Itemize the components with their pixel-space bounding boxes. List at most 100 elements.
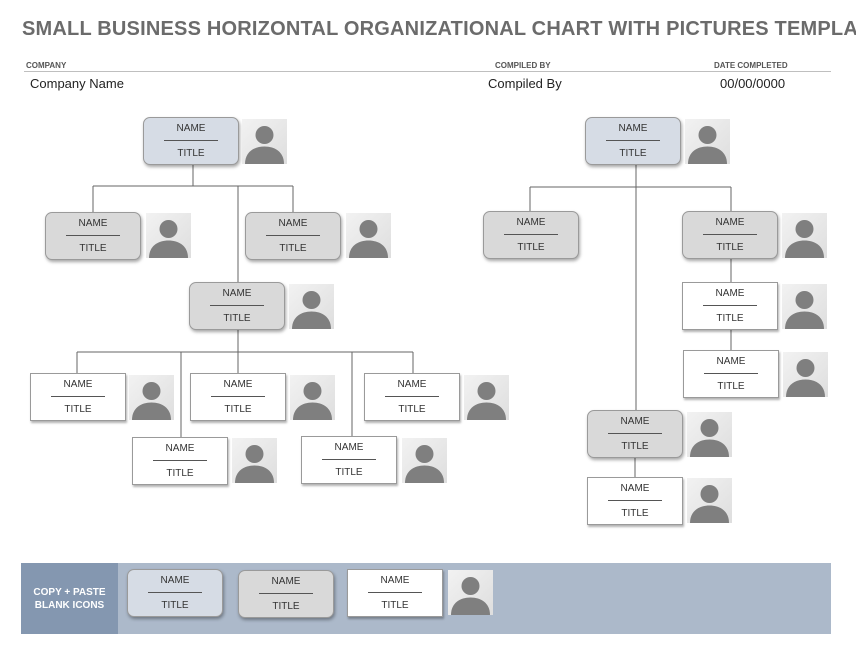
node-right-staff-2[interactable]: NAME TITLE (683, 350, 779, 398)
header-divider (24, 71, 831, 72)
node-right-manager[interactable]: NAME TITLE (587, 410, 683, 458)
node-name: NAME (715, 288, 745, 299)
connector-left-top (92, 165, 294, 282)
person-silhouette-icon (782, 284, 827, 329)
node-divider (504, 234, 558, 235)
node-name: NAME (222, 288, 252, 299)
node-name: NAME (278, 218, 308, 229)
node-divider (385, 396, 439, 397)
connector-right-main (529, 165, 732, 410)
node-name: NAME (716, 356, 746, 367)
node-divider (608, 433, 662, 434)
node-title: TITLE (272, 601, 300, 612)
blank-icon-blue-box[interactable]: NAME TITLE (127, 569, 223, 617)
node-name: NAME (78, 218, 108, 229)
node-divider (51, 396, 105, 397)
node-title: TITLE (717, 381, 745, 392)
person-silhouette-icon (402, 438, 447, 483)
node-name: NAME (160, 575, 190, 586)
node-divider (322, 459, 376, 460)
page-title: SMALL BUSINESS HORIZONTAL ORGANIZATIONAL… (22, 18, 856, 40)
node-title: TITLE (716, 313, 744, 324)
node-name: NAME (223, 379, 253, 390)
node-title: TITLE (517, 242, 545, 253)
blank-icon-white-box[interactable]: NAME TITLE (347, 569, 443, 617)
node-name: NAME (334, 442, 364, 453)
compiled-by-label: COMPILED BY (495, 61, 551, 70)
person-silhouette-icon (129, 375, 174, 420)
node-left-staff-5[interactable]: NAME TITLE (301, 436, 397, 484)
person-silhouette-icon (687, 412, 732, 457)
node-divider (704, 373, 758, 374)
node-divider (211, 396, 265, 397)
node-left-manager[interactable]: NAME TITLE (189, 282, 285, 330)
node-right-staff-1[interactable]: NAME TITLE (682, 282, 778, 330)
node-title: TITLE (398, 404, 426, 415)
date-completed-label: DATE COMPLETED (714, 61, 788, 70)
node-name: NAME (176, 123, 206, 134)
node-title: TITLE (64, 404, 92, 415)
node-title: TITLE (381, 600, 409, 611)
person-silhouette-icon (146, 213, 191, 258)
node-divider (703, 234, 757, 235)
person-silhouette-icon (242, 119, 287, 164)
person-silhouette-icon (783, 352, 828, 397)
person-silhouette-icon (290, 375, 335, 420)
node-divider (259, 593, 313, 594)
node-name: NAME (715, 217, 745, 228)
node-title: TITLE (621, 508, 649, 519)
blank-icon-gray-box[interactable]: NAME TITLE (238, 570, 334, 618)
node-name: NAME (271, 576, 301, 587)
node-left-root[interactable]: NAME TITLE (143, 117, 239, 165)
node-name: NAME (618, 123, 648, 134)
node-divider (606, 140, 660, 141)
compiled-by-field[interactable]: Compiled By (488, 76, 562, 91)
node-title: TITLE (161, 600, 189, 611)
person-silhouette-icon (782, 213, 827, 258)
node-left-staff-3[interactable]: NAME TITLE (364, 373, 460, 421)
date-completed-field[interactable]: 00/00/0000 (720, 76, 786, 91)
node-left-b[interactable]: NAME TITLE (245, 212, 341, 260)
node-divider (266, 235, 320, 236)
node-left-a[interactable]: NAME TITLE (45, 212, 141, 260)
node-divider (148, 592, 202, 593)
person-silhouette-icon (289, 284, 334, 329)
node-title: TITLE (335, 467, 363, 478)
copy-paste-label: COPY + PASTE BLANK ICONS (21, 563, 118, 634)
node-title: TITLE (79, 243, 107, 254)
node-divider (153, 460, 207, 461)
node-right-b[interactable]: NAME TITLE (682, 211, 778, 259)
node-title: TITLE (177, 148, 205, 159)
node-name: NAME (516, 217, 546, 228)
node-divider (368, 592, 422, 593)
node-name: NAME (620, 483, 650, 494)
node-name: NAME (165, 443, 195, 454)
node-right-root[interactable]: NAME TITLE (585, 117, 681, 165)
node-divider (703, 305, 757, 306)
node-right-staff-3[interactable]: NAME TITLE (587, 477, 683, 525)
person-silhouette-icon[interactable] (448, 570, 493, 615)
node-name: NAME (397, 379, 427, 390)
node-divider (210, 305, 264, 306)
node-title: TITLE (224, 404, 252, 415)
node-title: TITLE (279, 243, 307, 254)
person-silhouette-icon (232, 438, 277, 483)
node-left-staff-2[interactable]: NAME TITLE (190, 373, 286, 421)
node-name: NAME (620, 416, 650, 427)
company-label: COMPANY (26, 61, 67, 70)
node-title: TITLE (716, 242, 744, 253)
person-silhouette-icon (346, 213, 391, 258)
person-silhouette-icon (464, 375, 509, 420)
node-divider (66, 235, 120, 236)
node-name: NAME (63, 379, 93, 390)
node-divider (608, 500, 662, 501)
node-left-staff-1[interactable]: NAME TITLE (30, 373, 126, 421)
node-left-staff-4[interactable]: NAME TITLE (132, 437, 228, 485)
company-field[interactable]: Company Name (30, 76, 124, 91)
node-right-a[interactable]: NAME TITLE (483, 211, 579, 259)
node-title: TITLE (166, 468, 194, 479)
node-name: NAME (380, 575, 410, 586)
node-title: TITLE (621, 441, 649, 452)
connector-left-mid (76, 330, 414, 438)
person-silhouette-icon (685, 119, 730, 164)
